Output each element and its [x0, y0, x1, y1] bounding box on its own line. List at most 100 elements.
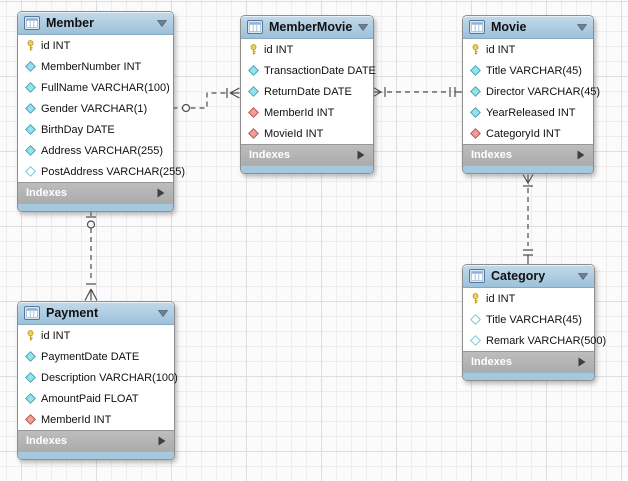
column-row[interactable]: Title VARCHAR(45)	[463, 60, 593, 81]
column-row[interactable]: Description VARCHAR(100)	[18, 367, 178, 388]
column-row[interactable]: BirthDay DATE	[18, 119, 173, 140]
expand-arrow-icon[interactable]	[157, 188, 165, 198]
relationship-member-membermovie[interactable]	[172, 87, 240, 113]
table-icon	[24, 306, 40, 320]
crow-foot-icon	[522, 174, 534, 186]
column-row[interactable]: CategoryId INT	[463, 123, 593, 144]
column-notnull-icon	[470, 65, 481, 76]
column-notnull-icon	[25, 124, 36, 135]
indexes-bar[interactable]: Indexes	[241, 144, 373, 165]
column-notnull-icon	[25, 393, 36, 404]
table-category[interactable]: Category id INT Title VARCHAR(45) Remark…	[462, 264, 606, 381]
column-label: Address VARCHAR(255)	[41, 144, 164, 157]
column-nullable-icon	[470, 335, 481, 346]
table-category-header[interactable]: Category	[463, 265, 594, 288]
cardinality-zero-icon	[86, 220, 96, 229]
column-label: PostAddress VARCHAR(255)	[41, 165, 186, 178]
table-icon	[469, 269, 485, 283]
column-row[interactable]: MemberId INT	[18, 409, 174, 430]
column-row[interactable]: YearReleased INT	[463, 102, 593, 123]
table-payment[interactable]: Payment id INT PaymentDate DATE Descript…	[17, 301, 178, 460]
column-nullable-icon	[470, 314, 481, 325]
column-row[interactable]: id INT	[463, 39, 593, 60]
expand-arrow-icon[interactable]	[357, 150, 365, 160]
table-member[interactable]: Member id INT MemberNumber INT FullName …	[17, 11, 185, 212]
collapse-arrow-icon[interactable]	[158, 309, 168, 317]
collapse-arrow-icon[interactable]	[358, 23, 369, 31]
column-label: PaymentDate DATE	[41, 350, 140, 363]
table-movie-header[interactable]: Movie	[463, 16, 593, 39]
table-icon	[24, 16, 40, 30]
column-label: TransactionDate DATE	[264, 64, 376, 77]
column-label: id INT	[486, 43, 516, 56]
indexes-bar[interactable]: Indexes	[18, 182, 173, 203]
column-row[interactable]: Title VARCHAR(45)	[463, 309, 594, 330]
column-label: ReturnDate DATE	[264, 85, 352, 98]
table-payment-header[interactable]: Payment	[18, 302, 174, 325]
foreign-key-icon	[248, 128, 259, 139]
indexes-label: Indexes	[471, 149, 512, 161]
table-member-header[interactable]: Member	[18, 12, 173, 35]
column-notnull-icon	[25, 82, 36, 93]
column-row[interactable]: PostAddress VARCHAR(255)	[18, 161, 185, 182]
column-label: Gender VARCHAR(1)	[41, 102, 148, 115]
table-bottom-strip	[18, 203, 173, 211]
indexes-bar[interactable]: Indexes	[463, 351, 594, 372]
relationship-membermovie-movie[interactable]	[372, 86, 463, 98]
column-label: Title VARCHAR(45)	[486, 313, 582, 326]
column-label: MemberId INT	[264, 106, 335, 119]
column-row[interactable]: Address VARCHAR(255)	[18, 140, 173, 161]
column-label: BirthDay DATE	[41, 123, 115, 136]
indexes-bar[interactable]: Indexes	[18, 430, 174, 451]
table-title: Category	[491, 269, 546, 283]
relationship-movie-category[interactable]	[522, 174, 534, 265]
column-label: CategoryId INT	[486, 127, 561, 140]
foreign-key-icon	[25, 414, 36, 425]
expand-arrow-icon[interactable]	[158, 436, 166, 446]
column-row[interactable]: ReturnDate DATE	[241, 81, 373, 102]
primary-key-icon	[250, 44, 257, 55]
column-row[interactable]: FullName VARCHAR(100)	[18, 77, 173, 98]
expand-arrow-icon[interactable]	[578, 357, 586, 367]
expand-arrow-icon[interactable]	[577, 150, 585, 160]
column-label: MemberId INT	[41, 413, 112, 426]
crow-foot-icon	[229, 87, 240, 99]
foreign-key-icon	[248, 107, 259, 118]
column-row[interactable]: TransactionDate DATE	[241, 60, 376, 81]
column-row[interactable]: PaymentDate DATE	[18, 346, 174, 367]
table-icon	[469, 20, 485, 34]
collapse-arrow-icon[interactable]	[578, 272, 588, 280]
table-title: MemberMovie	[269, 20, 353, 34]
column-row[interactable]: MemberNumber INT	[18, 56, 173, 77]
table-membermovie-header[interactable]: MemberMovie	[241, 16, 373, 39]
primary-key-icon	[27, 330, 34, 341]
column-row[interactable]: Remark VARCHAR(500)	[463, 330, 606, 351]
table-membermovie[interactable]: MemberMovie id INT TransactionDate DATE …	[240, 15, 376, 174]
collapse-arrow-icon[interactable]	[577, 23, 587, 31]
column-label: MovieId INT	[264, 127, 324, 140]
primary-key-icon	[27, 40, 34, 51]
table-title: Member	[46, 16, 94, 30]
column-row[interactable]: AmountPaid FLOAT	[18, 388, 174, 409]
column-label: Description VARCHAR(100)	[41, 371, 178, 384]
relationship-member-payment[interactable]	[84, 212, 98, 301]
column-row[interactable]: Director VARCHAR(45)	[463, 81, 600, 102]
column-label: id INT	[264, 43, 294, 56]
column-label: id INT	[41, 329, 71, 342]
column-label: AmountPaid FLOAT	[41, 392, 139, 405]
column-row[interactable]: id INT	[241, 39, 373, 60]
column-row[interactable]: MemberId INT	[241, 102, 373, 123]
indexes-bar[interactable]: Indexes	[463, 144, 593, 165]
column-label: Director VARCHAR(45)	[486, 85, 601, 98]
column-row[interactable]: MovieId INT	[241, 123, 373, 144]
primary-key-icon	[472, 44, 479, 55]
column-row[interactable]: id INT	[463, 288, 594, 309]
table-title: Payment	[46, 306, 99, 320]
column-row[interactable]: Gender VARCHAR(1)	[18, 98, 173, 119]
column-row[interactable]: id INT	[18, 35, 173, 56]
column-row[interactable]: id INT	[18, 325, 174, 346]
table-movie[interactable]: Movie id INT Title VARCHAR(45) Director …	[462, 15, 600, 174]
collapse-arrow-icon[interactable]	[157, 19, 167, 27]
